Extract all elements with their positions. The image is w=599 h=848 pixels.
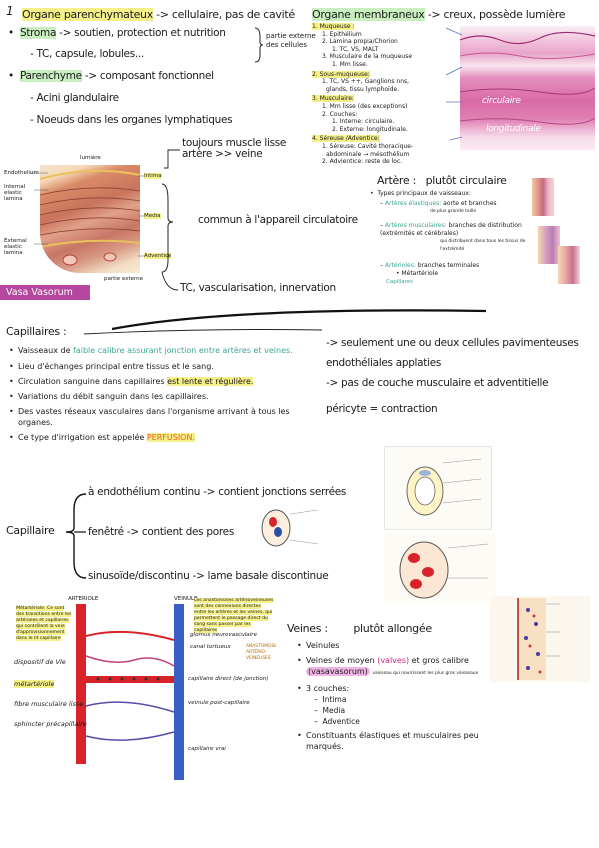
metarteriole-note: Métartériole: Ce sont des transitions en… — [16, 606, 72, 641]
parenchymateux-term: Organe parenchymateux — [22, 8, 153, 21]
net-left-label-1: dispositif de Vle — [14, 658, 66, 666]
net-right-label-5: capillaire vrai — [188, 746, 226, 752]
veines-title: Veines : plutôt allongée — [287, 622, 432, 635]
vein-layer-1: – Intima — [314, 695, 347, 704]
capillary-1-svg — [406, 458, 482, 516]
veinule-label: VEINULE — [174, 596, 198, 602]
anastomose-note: Les anastomoses artérioveineuses sont de… — [194, 598, 274, 633]
capillary-drawing-3 — [384, 534, 496, 604]
artery-strip-3 — [558, 246, 580, 284]
vein-layer-2: – Media — [314, 706, 346, 715]
vein-vasavasorum: (vasavasorum) vaisseau qui nourrissent l… — [306, 667, 479, 676]
cap-bullet-4: Variations du débit sanguin dans les cap… — [9, 391, 304, 402]
cap-bullet-1: Vaisseaux de faible calibre assurant jon… — [9, 345, 304, 356]
veines-list: Veinules Veines de moyen (valves) et gro… — [297, 640, 502, 752]
capillary-3-svg — [399, 541, 489, 599]
vein-bullet-2: Veines de moyen (valves) et gros calibre — [297, 655, 502, 666]
vasa-vasorum-box: Vasa Vasorum — [0, 285, 90, 300]
section-divider — [111, 309, 487, 331]
capillary-drawing-2 — [256, 500, 326, 562]
vein-wall-svg — [517, 598, 560, 680]
layers-list: 1. Muqueuse : 1. Epithélium 2. Lamina pr… — [312, 23, 462, 166]
endothelium-label: Endothelium — [4, 170, 39, 176]
vein-wall-drawing — [490, 596, 590, 682]
vein-bullet-3: 3 couches: — [297, 683, 502, 694]
adventitia-label: Adventice — [144, 253, 172, 259]
capillaire-branches — [65, 493, 87, 579]
cap-bullet-5: Des vastes réseaux vasculaires dans l'or… — [9, 406, 304, 428]
net-right-label-2: canal tortueux — [190, 644, 231, 650]
vessel-wall-fibers — [40, 169, 140, 266]
net-left-label-4: sphincter précapillaire — [14, 720, 87, 728]
capillary-drawing-1 — [384, 446, 492, 530]
vessel-braces — [161, 149, 180, 291]
stroma-brace — [254, 27, 264, 63]
vein-bullet-4: Constituants élastiques et musculaires p… — [297, 730, 502, 752]
parenchyme-line: • Parenchyme -> composant fonctionnel — [8, 70, 214, 82]
adventice-note: TC, vascularisation, innervation — [180, 282, 336, 294]
parenchyme-sub2: - Noeuds dans les organes lymphatiques — [30, 114, 233, 126]
vein-layer-3: – Adventice — [314, 717, 360, 726]
title-arrow — [83, 329, 323, 335]
artery-strip-1 — [532, 178, 554, 216]
artere-list: • Types principaux de vaisseaux: – Artèr… — [370, 190, 526, 285]
layer-pointers — [445, 27, 463, 141]
intima-label: Intima — [144, 173, 162, 179]
arteriole-label: ARTERIOLE — [68, 596, 99, 602]
layer-3: 3. Musculaire: — [312, 95, 354, 103]
net-left-label-3: fibre musculaire lisse — [14, 700, 84, 708]
cap-bullet-6: Ce type d'irrigation est appelée PERFUSI… — [9, 432, 304, 443]
capillaires-list: Vaisseaux de faible calibre assurant jon… — [9, 345, 304, 443]
network-svg — [76, 604, 184, 780]
parenchyme-sub1: - Acini glandulaire — [30, 92, 119, 104]
artere-title: Artère : plutôt circulaire — [377, 174, 507, 187]
cap-right-notes: -> seulement une ou deux cellules pavime… — [326, 337, 579, 415]
net-right-label-1: glomus neurovasculaire — [190, 632, 258, 638]
media-label: Media — [144, 213, 161, 219]
net-left-label-2: métartériole — [14, 680, 55, 688]
capillary-2-svg — [261, 509, 319, 547]
capillaire-type-3: sinusoïde/discontinu -> lame basale disc… — [88, 570, 329, 582]
layer-2: 2. Sous-muqueuse: — [312, 70, 370, 78]
outer-label: partie externe — [104, 276, 144, 282]
external-lamina-label: External elastic lamina — [4, 238, 27, 256]
lumen-label: lumière — [80, 155, 101, 161]
layer-4: 4. Séreuse /Adventice: — [312, 135, 380, 143]
cap-bullet-3: Circulation sanguine dans capillaires es… — [9, 376, 304, 387]
vessel-wall-diagram — [40, 165, 140, 273]
membraneux-title: Organe membraneux -> creux, possède lumi… — [312, 8, 566, 21]
net-right-label-4: veinule post-capillaire — [188, 700, 250, 706]
common-note: commun à l'appareil circulatoire — [198, 214, 358, 226]
parenchymateux-title: Organe parenchymateux -> cellulaire, pas… — [22, 8, 295, 21]
capillaire-label: Capillaire — [6, 524, 55, 537]
internal-lamina-label: Internal elastic lamina — [4, 184, 26, 202]
capillary-network-figure: ARTERIOLE VEINULE Métartériole: Ce sont … — [14, 596, 276, 780]
net-right-label-3: capillaire direct (de jonction) — [188, 676, 269, 682]
layer-1: 1. Muqueuse : — [312, 23, 355, 30]
page-number: 1 — [6, 4, 14, 18]
capillaires-title: Capillaires : — [6, 325, 67, 338]
capillaire-type-1: à endothélium continu -> contient joncti… — [88, 486, 347, 498]
micrograph-texture — [460, 31, 595, 125]
artery-strip-2 — [538, 226, 560, 264]
cap-bullet-2: Lieu d'échanges principal entre tissus e… — [9, 361, 304, 372]
wall-micrograph: circulaire longitudinale — [460, 26, 595, 150]
anastomose-tag: ANASTOMOSES ARTÉRIO-VEINEUSES — [246, 644, 276, 661]
micro-label-circ: circulaire — [482, 96, 521, 106]
vessel-label-lines — [30, 172, 146, 257]
micro-label-long: longitudinale — [486, 124, 541, 134]
capillaire-type-2: fenêtré -> contient des pores — [88, 526, 234, 538]
stroma-line: • Stroma -> soutien, protection et nutri… — [8, 27, 226, 39]
stroma-sub: - TC, capsule, lobules... — [30, 48, 145, 60]
vein-bullet-1: Veinules — [297, 640, 502, 651]
